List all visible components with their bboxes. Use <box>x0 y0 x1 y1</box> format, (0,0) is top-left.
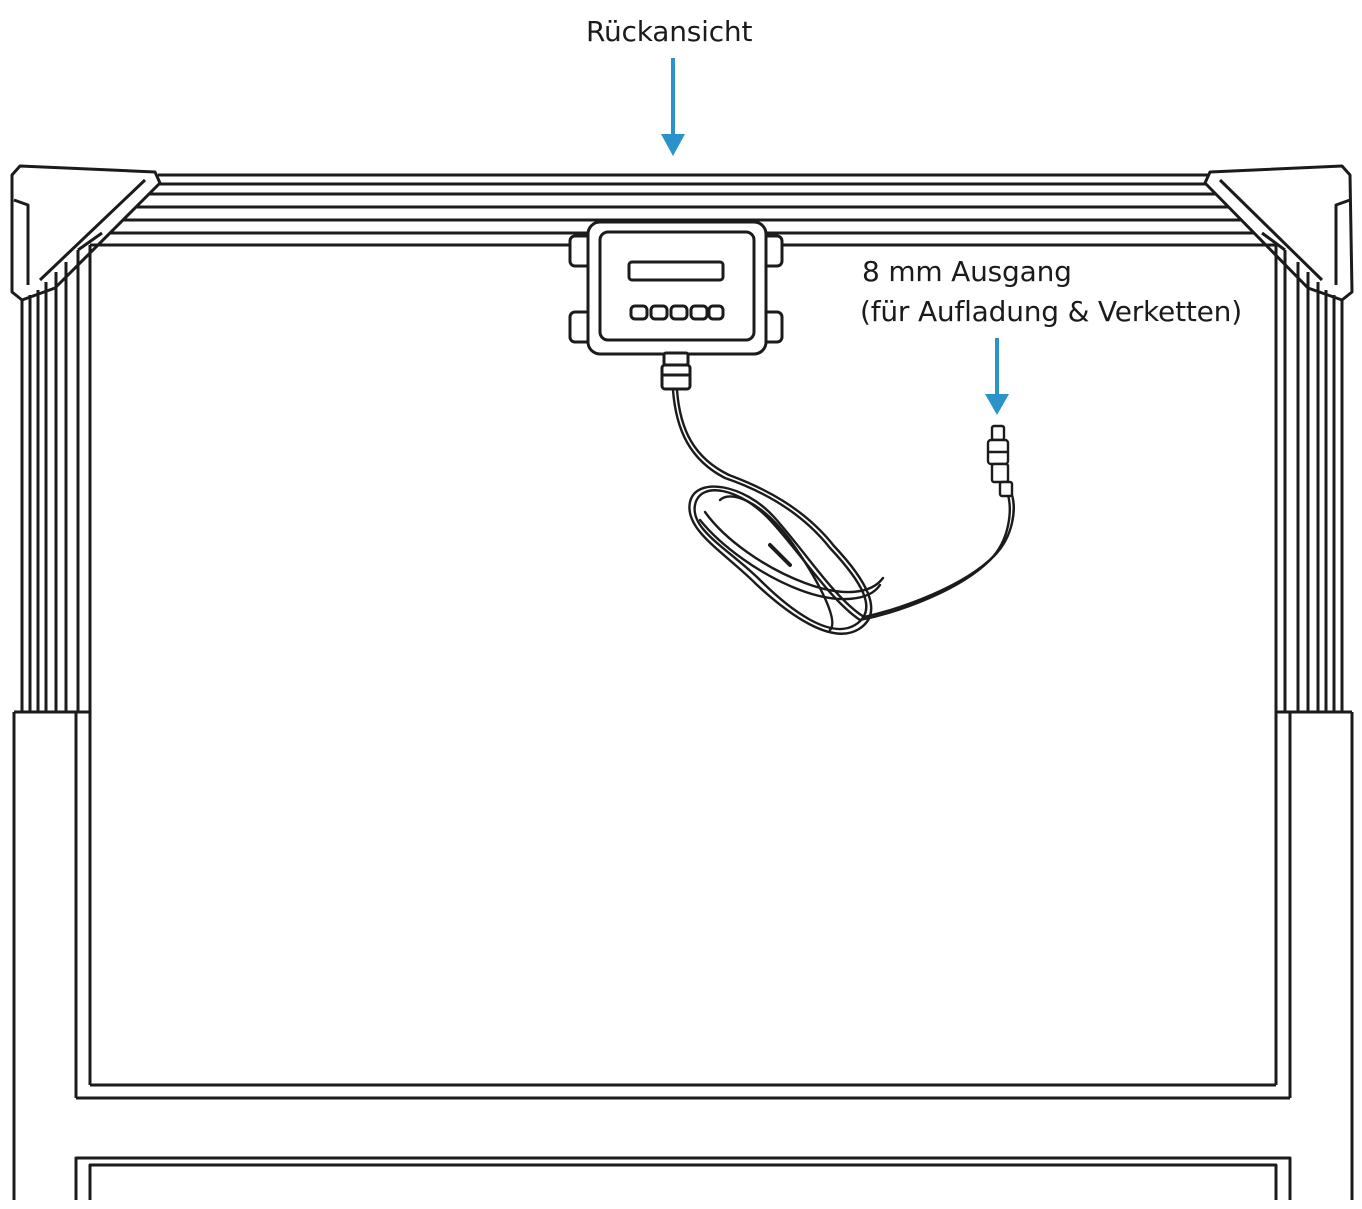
output-cable <box>671 388 1015 635</box>
output-label-line2: (für Aufladung & Verketten) <box>860 295 1242 328</box>
lower-panel <box>74 1156 1292 1200</box>
arrow-icon-back-view <box>661 58 685 156</box>
dc-connector-icon <box>986 424 1014 498</box>
arrow-icon-output <box>985 338 1009 415</box>
right-leg <box>1276 710 1354 1200</box>
solar-panel-frame <box>10 164 1354 1200</box>
output-label-line1: 8 mm Ausgang <box>862 255 1072 288</box>
junction-box-icon <box>568 220 784 391</box>
back-view-label: Rückansicht <box>586 15 753 48</box>
left-leg <box>12 710 90 1200</box>
